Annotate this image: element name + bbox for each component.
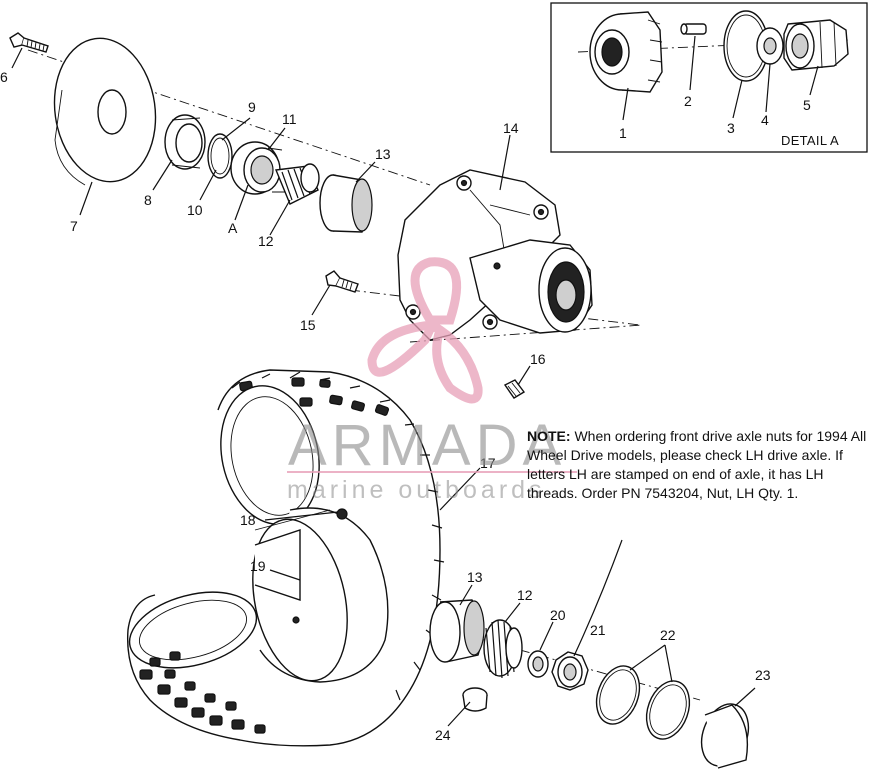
detail-part-nut — [783, 19, 849, 71]
bearing-cup-part-13-upper — [319, 174, 373, 233]
watermark-tagline: marine outboards — [287, 476, 546, 504]
valve-stem-part-24 — [462, 687, 488, 712]
callout-15: 15 — [300, 317, 316, 333]
callout-1: 1 — [619, 125, 627, 141]
detail-a-label: DETAIL A — [781, 133, 839, 148]
callout-21: 21 — [590, 622, 606, 638]
callout-23: 23 — [755, 667, 771, 683]
steering-knuckle-part-14 — [397, 169, 593, 341]
callout-3: 3 — [727, 120, 735, 136]
callout-13-upper: 13 — [375, 146, 391, 162]
callout-labels: 1 2 3 4 5 6 7 8 9 10 A 11 12 13 14 15 16… — [0, 69, 839, 743]
callout-6: 6 — [0, 69, 8, 85]
bearing-cup-part-13-lower — [429, 599, 485, 663]
callout-19: 19 — [250, 558, 266, 574]
grease-fitting-part-16 — [503, 379, 526, 399]
callout-17: 17 — [480, 455, 496, 471]
hub-cap-part-23 — [700, 703, 750, 769]
seal-part-8 — [164, 114, 206, 170]
o-rings-part-22 — [595, 665, 691, 740]
washer-part-20 — [527, 650, 549, 678]
callout-24: 24 — [435, 727, 451, 743]
callout-18: 18 — [240, 512, 256, 528]
detail-part-washer — [756, 27, 784, 65]
callout-11: 11 — [282, 111, 297, 127]
callout-4: 4 — [761, 112, 769, 128]
callout-16: 16 — [530, 351, 546, 367]
callout-5: 5 — [803, 97, 811, 113]
callout-2: 2 — [684, 93, 692, 109]
wheel-rim-part-19 — [252, 507, 389, 683]
armada-propeller-logo — [367, 257, 483, 404]
callout-9: 9 — [248, 99, 256, 115]
callout-a: A — [228, 220, 238, 236]
callout-8: 8 — [144, 192, 152, 208]
callout-10: 10 — [187, 202, 203, 218]
callout-14: 14 — [503, 120, 519, 136]
ordering-note: NOTE: When ordering front drive axle nut… — [527, 427, 872, 503]
brake-disc-part-7 — [53, 37, 157, 186]
callout-12-upper: 12 — [258, 233, 274, 249]
note-lead: NOTE: — [527, 428, 575, 444]
bolt-part-6 — [9, 32, 49, 53]
leader-lines — [11, 47, 756, 727]
callout-22: 22 — [660, 627, 676, 643]
axle-nut-part-21 — [551, 651, 589, 691]
circlip-part-9-10 — [207, 133, 233, 179]
bolt-part-15 — [325, 270, 359, 293]
callout-12-lower: 12 — [517, 587, 533, 603]
callout-20: 20 — [550, 607, 566, 623]
callout-7: 7 — [70, 218, 78, 234]
roller-bearing-part-12-lower — [483, 619, 523, 679]
roller-bearing-part-12-upper — [275, 163, 320, 205]
bearing-carrier-part-11 — [230, 141, 286, 195]
watermark-brand: ARMADA — [288, 413, 567, 478]
detail-part-hub-collar — [589, 11, 663, 93]
detail-part-pin — [680, 23, 707, 35]
callout-13-lower: 13 — [467, 569, 483, 585]
note-text: When ordering front drive axle nuts for … — [527, 428, 867, 501]
